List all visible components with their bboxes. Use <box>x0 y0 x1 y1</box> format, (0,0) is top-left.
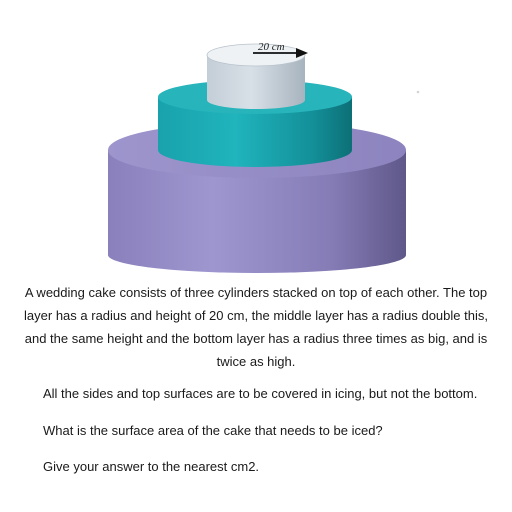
top-layer-top <box>206 43 306 67</box>
question-intro: A wedding cake consists of three cylinde… <box>24 285 488 369</box>
bottom-layer-side <box>108 150 406 273</box>
question-prompt: What is the surface area of the cake tha… <box>43 423 383 438</box>
middle-layer-side <box>158 97 352 167</box>
radius-label: 20 cm <box>258 41 285 53</box>
radius-arrow <box>253 48 308 58</box>
answer-instruction: Give your answer to the nearest cm2. <box>43 459 260 474</box>
faint-mark <box>416 90 420 94</box>
top-layer <box>206 43 306 109</box>
icing-note: All the sides and top surfaces are to be… <box>43 386 478 401</box>
wedding-cake-diagram: 20 cm <box>108 41 420 273</box>
top-layer-side <box>207 55 305 109</box>
